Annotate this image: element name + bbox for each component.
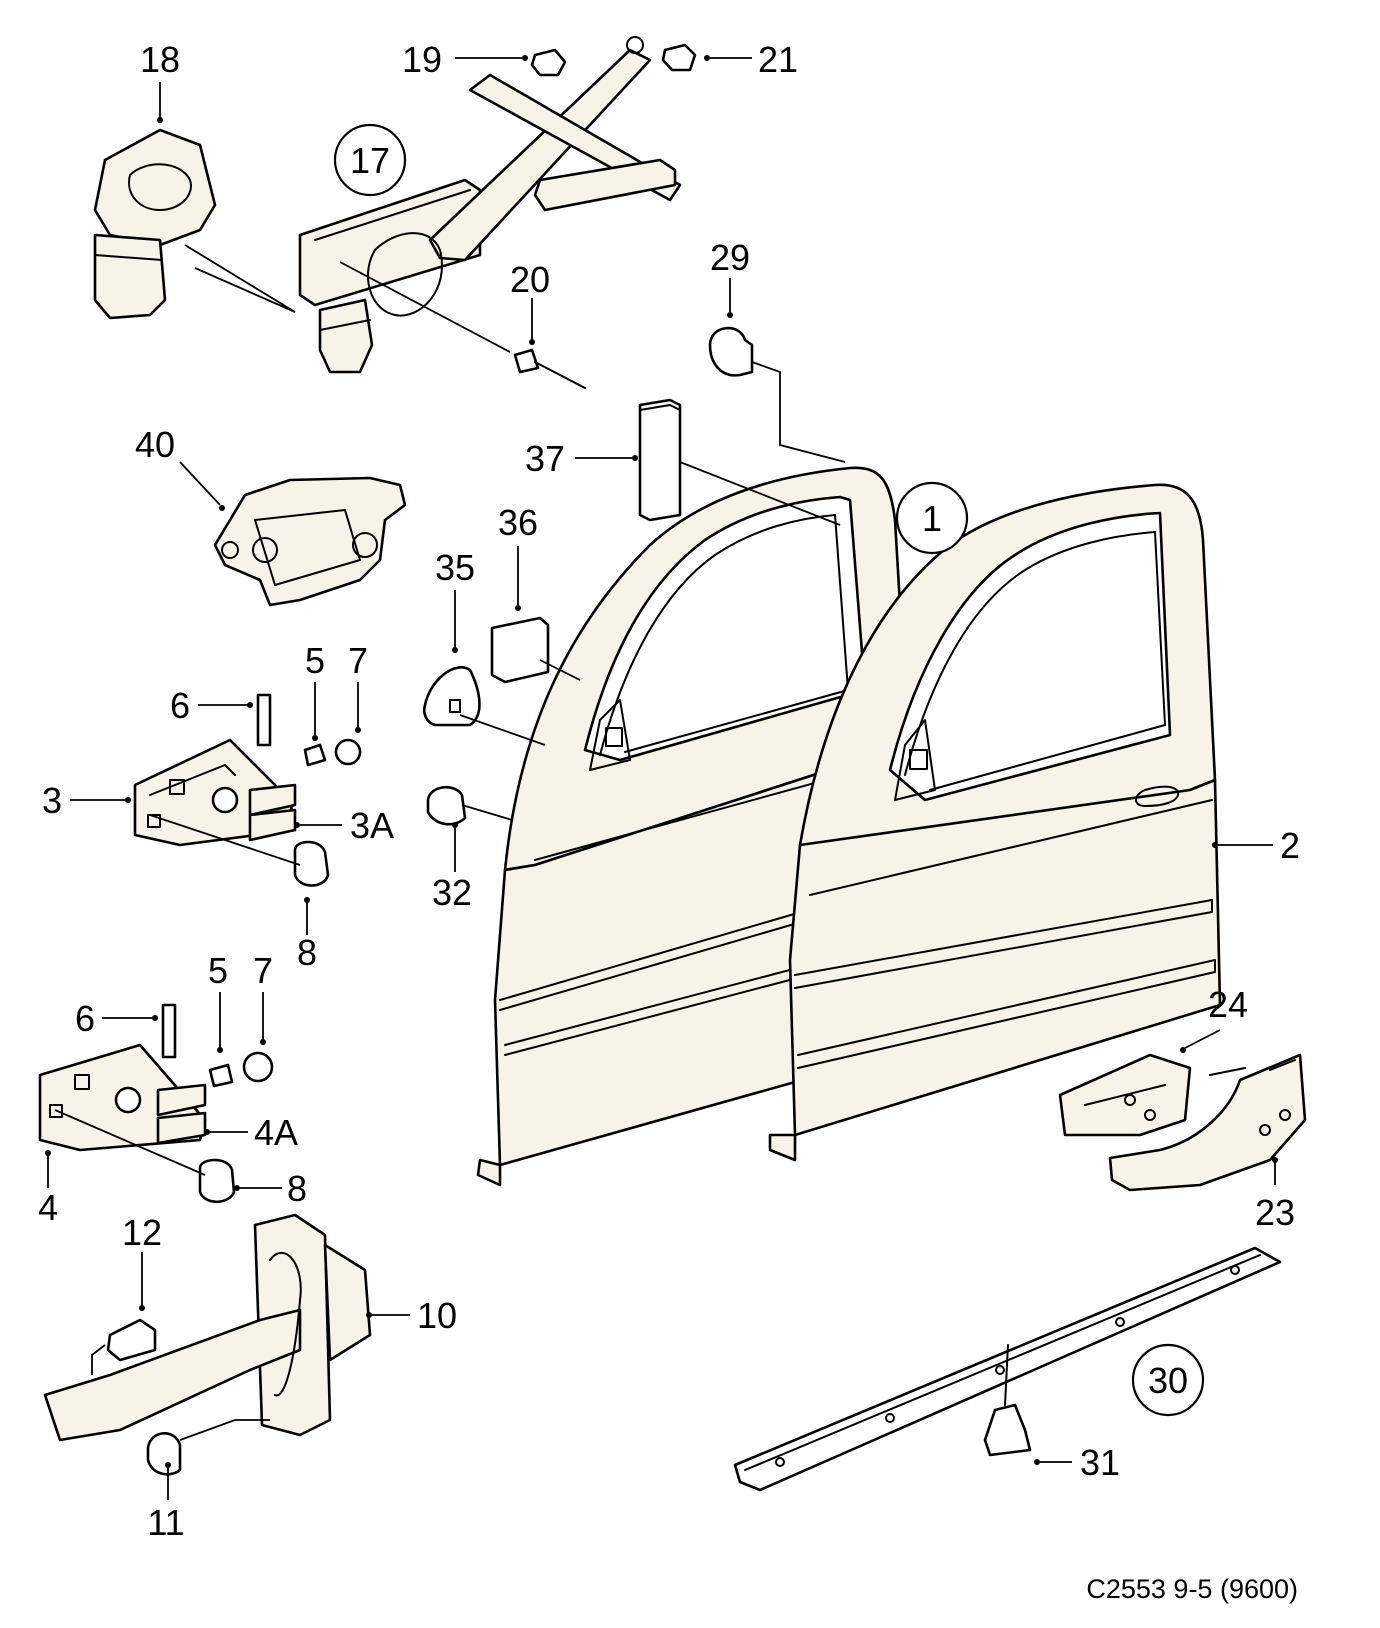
callout-35: 35 bbox=[435, 547, 475, 588]
hinge-3-bolt-line bbox=[149, 814, 301, 866]
check-11-line bbox=[179, 1419, 270, 1441]
callout-6-upper: 6 bbox=[170, 685, 190, 726]
callout-labels: 18 19 21 17 20 29 40 37 1 36 35 5 7 6 3 … bbox=[38, 39, 1300, 1543]
washer-7-upper[interactable] bbox=[334, 738, 362, 766]
front-door-1[interactable] bbox=[476, 466, 907, 1187]
nut-19[interactable] bbox=[530, 48, 567, 77]
rear-door-2[interactable] bbox=[768, 483, 1222, 1162]
bracket-24[interactable] bbox=[1058, 1053, 1192, 1137]
washer-7-lower[interactable] bbox=[242, 1051, 274, 1083]
callout-1-circle bbox=[895, 481, 969, 555]
clip-32[interactable] bbox=[426, 786, 467, 826]
callout-5-lower: 5 bbox=[208, 950, 228, 991]
clip-31[interactable] bbox=[983, 1344, 1032, 1457]
hinge-4-bolt-line bbox=[54, 1109, 206, 1176]
callout-20: 20 bbox=[510, 259, 550, 300]
pad-36[interactable] bbox=[490, 616, 550, 684]
callout-18: 18 bbox=[140, 39, 180, 80]
bolt-20[interactable] bbox=[513, 348, 586, 389]
callout-8-upper: 8 bbox=[297, 932, 317, 973]
callout-21: 21 bbox=[758, 39, 798, 80]
callout-24: 24 bbox=[1208, 984, 1248, 1025]
plug-35[interactable] bbox=[423, 666, 481, 727]
bolt-8-lower[interactable] bbox=[198, 1158, 236, 1204]
seal-37-line bbox=[679, 461, 841, 526]
callout-7-upper: 7 bbox=[348, 640, 368, 681]
nut-21[interactable] bbox=[661, 43, 697, 72]
callout-32: 32 bbox=[432, 872, 472, 913]
seal-37[interactable] bbox=[638, 398, 682, 522]
callout-29: 29 bbox=[710, 237, 750, 278]
callout-36: 36 bbox=[498, 502, 538, 543]
callout-17: 17 bbox=[350, 140, 390, 181]
bolt-11[interactable] bbox=[146, 1432, 182, 1476]
bolt-8-upper[interactable] bbox=[293, 840, 330, 887]
bushing-5-lower[interactable] bbox=[208, 1063, 234, 1088]
callout-8-lower: 8 bbox=[287, 1168, 307, 1209]
callout-17-circle bbox=[333, 123, 407, 197]
callout-1: 1 bbox=[922, 498, 942, 539]
plug-29[interactable] bbox=[708, 326, 754, 377]
bracket-40[interactable] bbox=[213, 476, 407, 607]
callout-37: 37 bbox=[525, 438, 565, 479]
plug-29-line bbox=[751, 361, 846, 463]
clip-32-line bbox=[461, 804, 513, 821]
callout-11: 11 bbox=[147, 1502, 184, 1543]
door-check-10[interactable] bbox=[43, 1213, 372, 1442]
bolt-20-line bbox=[339, 261, 511, 353]
window-regulator-17[interactable] bbox=[298, 36, 682, 374]
hinge-upper-3[interactable] bbox=[133, 738, 297, 847]
callout-3A: 3A bbox=[350, 805, 394, 846]
callout-4: 4 bbox=[38, 1187, 58, 1228]
callout-6-lower: 6 bbox=[75, 998, 95, 1039]
bracket-23[interactable] bbox=[1108, 1053, 1307, 1192]
pad-36-line bbox=[539, 659, 581, 681]
callout-30-circle bbox=[1131, 1343, 1205, 1417]
motor-arrow-lines bbox=[184, 244, 296, 313]
callout-19: 19 bbox=[402, 39, 442, 80]
callout-7-lower: 7 bbox=[253, 950, 273, 991]
callout-12: 12 bbox=[122, 1212, 162, 1253]
check-12-line bbox=[91, 1344, 106, 1375]
callout-31: 31 bbox=[1080, 1442, 1120, 1483]
callout-4A: 4A bbox=[254, 1112, 298, 1153]
callout-2: 2 bbox=[1280, 825, 1300, 866]
callout-30: 30 bbox=[1148, 1360, 1188, 1401]
callout-10: 10 bbox=[417, 1295, 457, 1336]
window-motor-18[interactable] bbox=[93, 128, 217, 320]
plug-35-line bbox=[459, 714, 546, 746]
hinge-lower-4[interactable] bbox=[38, 1043, 207, 1152]
leader-lines bbox=[45, 55, 1278, 1500]
callout-5-upper: 5 bbox=[305, 640, 325, 681]
pin-6-upper[interactable] bbox=[256, 693, 272, 747]
callout-23: 23 bbox=[1255, 1192, 1295, 1233]
pin-6-lower[interactable] bbox=[161, 1003, 177, 1059]
callout-3: 3 bbox=[42, 780, 62, 821]
diagram-reference: C2553 9-5 (9600) bbox=[1086, 1574, 1298, 1604]
callout-40: 40 bbox=[135, 424, 175, 465]
bolt-12[interactable] bbox=[106, 1318, 157, 1362]
bushing-5-upper[interactable] bbox=[303, 743, 327, 767]
